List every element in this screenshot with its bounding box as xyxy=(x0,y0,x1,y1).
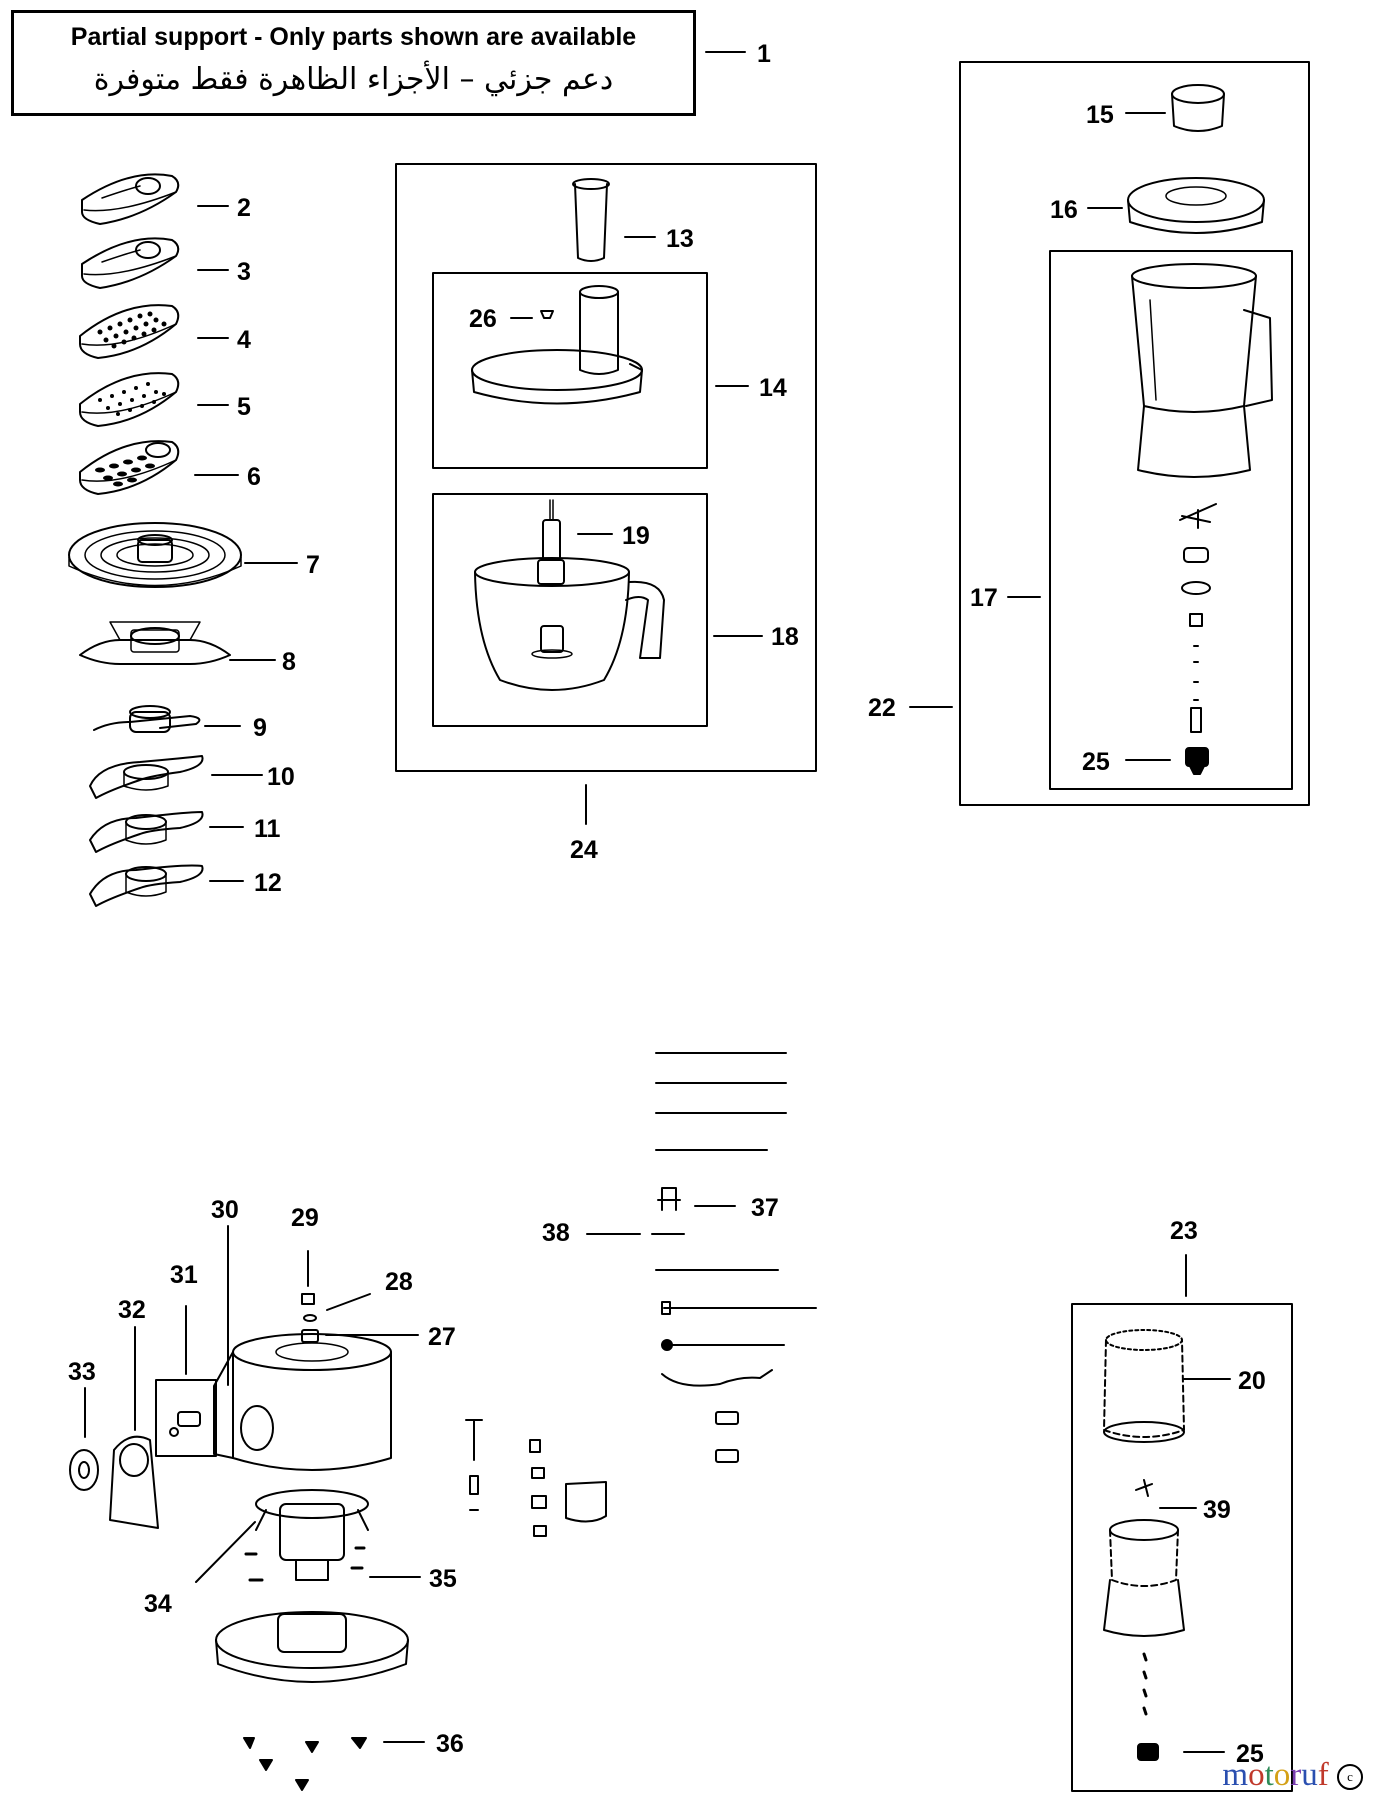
blade-part-12 xyxy=(89,864,204,907)
callout-22: 22 xyxy=(868,694,896,722)
callout-4: 4 xyxy=(237,326,251,354)
notice-arabic: دعم جزئي – الأجزاء الظاهرة فقط متوفرة xyxy=(93,62,614,97)
watermark-letter: t xyxy=(1264,1757,1274,1793)
small-parts-scatter xyxy=(465,1419,607,1537)
watermark-letter: o xyxy=(1273,1757,1291,1793)
blender-lid-part-16 xyxy=(1127,177,1265,234)
drive-shaft-part-19 xyxy=(537,499,565,585)
callout-2: 2 xyxy=(237,194,251,222)
callout-36: 36 xyxy=(436,1730,464,1758)
callout-5: 5 xyxy=(237,393,251,421)
plate-part-33 xyxy=(69,1449,99,1491)
knob-parts-27-29 xyxy=(301,1293,319,1343)
blade-part-11 xyxy=(89,811,204,853)
measuring-cup-part-15 xyxy=(1171,84,1225,132)
coupling-part-25b xyxy=(1137,1743,1159,1761)
callout-12: 12 xyxy=(254,869,282,897)
blade-part-10 xyxy=(89,755,204,799)
grating-disc-part-4 xyxy=(79,304,180,359)
blade-assembly-part-17 xyxy=(1179,503,1217,733)
callout-16: 16 xyxy=(1050,196,1078,224)
callout-18: 18 xyxy=(771,623,799,651)
callout-37: 37 xyxy=(751,1194,779,1222)
grating-disc-part-5 xyxy=(79,372,180,427)
leader-lines xyxy=(84,51,1231,1753)
callout-17: 17 xyxy=(970,584,998,612)
slicing-disc-part-2 xyxy=(81,173,180,225)
switch-part-31 xyxy=(155,1379,217,1457)
callout-25-blender: 25 xyxy=(1082,748,1110,776)
group-box-18 xyxy=(432,493,708,727)
callout-24: 24 xyxy=(570,836,598,864)
watermark-letter: r xyxy=(1290,1757,1302,1793)
callout-26: 26 xyxy=(469,305,497,333)
callout-19: 19 xyxy=(622,522,650,550)
chopper-bowl-part-20b xyxy=(1103,1519,1185,1716)
callout-25-chopper: 25 xyxy=(1236,1740,1264,1768)
whisk-disc-part-8 xyxy=(79,621,231,665)
callout-34: 34 xyxy=(144,1590,172,1618)
callout-9: 9 xyxy=(253,714,267,742)
group-box-24 xyxy=(395,163,817,772)
watermark-letter: o xyxy=(1248,1757,1265,1793)
watermark-letter: f xyxy=(1317,1757,1329,1793)
work-bowl-part-18 xyxy=(474,557,665,691)
bowl-lid-part-14 xyxy=(471,285,643,405)
callout-14: 14 xyxy=(759,374,787,402)
group-box-22 xyxy=(959,61,1310,806)
group-box-23 xyxy=(1071,1303,1293,1792)
callout-29: 29 xyxy=(291,1204,319,1232)
group-box-14 xyxy=(432,272,708,469)
callout-11: 11 xyxy=(254,815,281,843)
callout-7: 7 xyxy=(306,551,320,579)
watermark-logo: motoruf c xyxy=(1222,1757,1363,1794)
chopper-cover-part-20 xyxy=(1103,1329,1185,1443)
shredding-disc-part-6 xyxy=(79,440,180,495)
callout-32: 32 xyxy=(118,1296,146,1324)
callout-23: 23 xyxy=(1170,1217,1198,1245)
cap-part-26 xyxy=(540,310,554,319)
motor-part-34 xyxy=(255,1489,369,1581)
housing-part-30 xyxy=(213,1333,392,1471)
callout-27: 27 xyxy=(428,1323,456,1351)
blender-jug-part-17 xyxy=(1131,263,1273,478)
callout-15: 15 xyxy=(1086,101,1114,129)
watermark-letter: m xyxy=(1222,1757,1249,1793)
disc-holder-part-7 xyxy=(68,522,242,588)
callout-20: 20 xyxy=(1238,1367,1266,1395)
callout-3: 3 xyxy=(237,258,251,286)
group-box-17 xyxy=(1049,250,1293,790)
slicing-disc-part-3 xyxy=(81,237,180,289)
availability-notice: Partial support - Only parts shown are a… xyxy=(11,10,696,116)
callout-labels: 1 2 3 4 5 6 7 8 9 10 11 12 13 14 26 19 1… xyxy=(68,40,1266,1768)
notice-english: Partial support - Only parts shown are a… xyxy=(70,23,637,51)
callout-31: 31 xyxy=(170,1261,198,1289)
callout-35: 35 xyxy=(429,1565,457,1593)
callout-6: 6 xyxy=(247,463,261,491)
callout-1: 1 xyxy=(757,40,771,68)
control-panel-part-32 xyxy=(109,1435,159,1529)
callout-28: 28 xyxy=(385,1268,413,1296)
clip-part-39 xyxy=(1135,1479,1153,1497)
accessory-rods-part-37-38 xyxy=(651,1052,817,1463)
pusher-part-13 xyxy=(572,178,610,262)
feet-part-36 xyxy=(243,1737,367,1791)
callout-33: 33 xyxy=(68,1358,96,1386)
fasteners-part-35 xyxy=(244,1546,366,1582)
blade-part-9 xyxy=(93,705,201,733)
callout-13: 13 xyxy=(666,225,694,253)
callout-30: 30 xyxy=(211,1196,239,1224)
base-part-36 xyxy=(215,1611,409,1683)
copyright-badge-icon: c xyxy=(1337,1764,1363,1791)
callout-38: 38 xyxy=(542,1219,570,1247)
callout-10: 10 xyxy=(267,763,295,791)
callout-8: 8 xyxy=(282,648,296,676)
callout-39: 39 xyxy=(1203,1496,1231,1524)
coupling-part-25a xyxy=(1185,747,1209,775)
watermark-letter: u xyxy=(1301,1757,1318,1793)
